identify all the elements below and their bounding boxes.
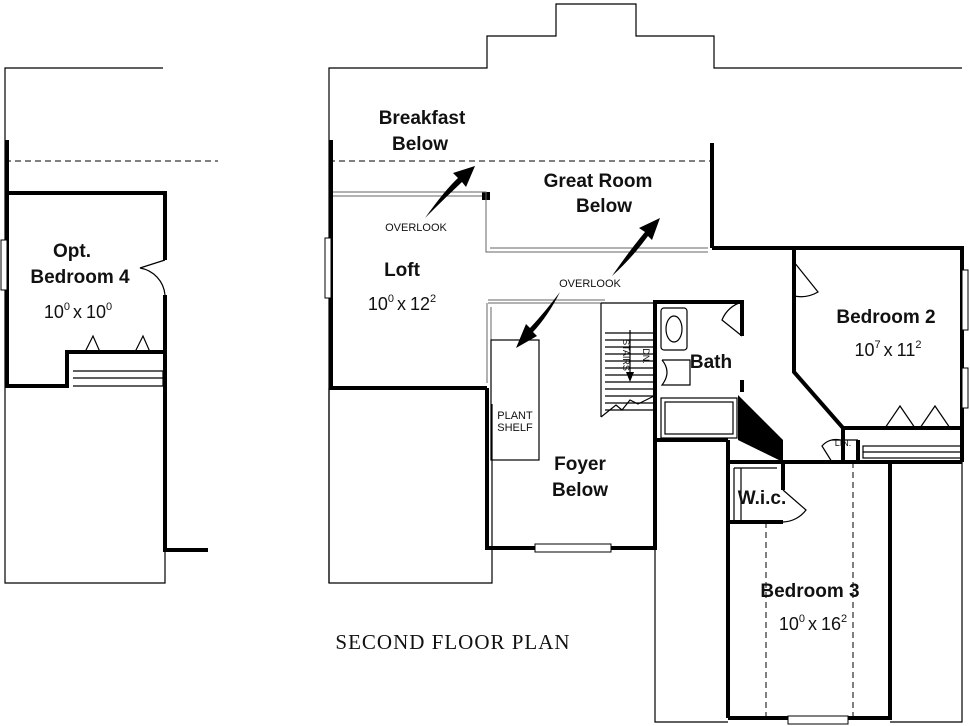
- foyer-label-line1: Foyer: [554, 454, 606, 475]
- bedroom4-label-line1: Opt.: [53, 241, 91, 262]
- overlook-arrow-3: [516, 292, 560, 348]
- stairs-label: STAIRS: [621, 339, 631, 371]
- breakfast-label-line1: Breakfast: [379, 108, 466, 129]
- loft-label: Loft: [384, 260, 421, 281]
- bedroom2-label: Bedroom 2: [836, 307, 935, 328]
- stairs-dn-label: DN.: [641, 348, 651, 364]
- plant-shelf-label-line2: SHELF: [497, 422, 533, 434]
- foyer-label-line2: Below: [552, 480, 608, 501]
- bedroom3-label: Bedroom 3: [760, 581, 859, 602]
- bedroom3-walls: [654, 462, 963, 725]
- breakfast-label-line2: Below: [392, 134, 448, 155]
- bath-label: Bath: [690, 352, 732, 373]
- linen-label: LIN.: [835, 438, 852, 448]
- overlook-note-1: OVERLOOK: [385, 222, 447, 234]
- wic-walls: [726, 440, 807, 718]
- main-wing: [324, 3, 969, 725]
- bedroom2-walls: [712, 246, 969, 462]
- wic-label: W.i.c.: [738, 488, 787, 509]
- overlook-arrow-1: [425, 166, 475, 218]
- bedroom4-label-line2: Bedroom 4: [30, 267, 130, 288]
- plant-shelf-label-line1: PLANT: [497, 410, 533, 422]
- great-room-label-line1: Great Room: [544, 171, 653, 192]
- great-room-label-line2: Below: [576, 196, 632, 217]
- overlook-note-2: OVERLOOK: [559, 278, 621, 290]
- plan-title: SECOND FLOOR PLAN: [335, 630, 570, 654]
- hall: [783, 438, 962, 718]
- stairs: [600, 302, 655, 418]
- overlook-arrow-2: [612, 218, 660, 276]
- bath-fixtures: [653, 300, 783, 462]
- left-wing: [0, 67, 218, 584]
